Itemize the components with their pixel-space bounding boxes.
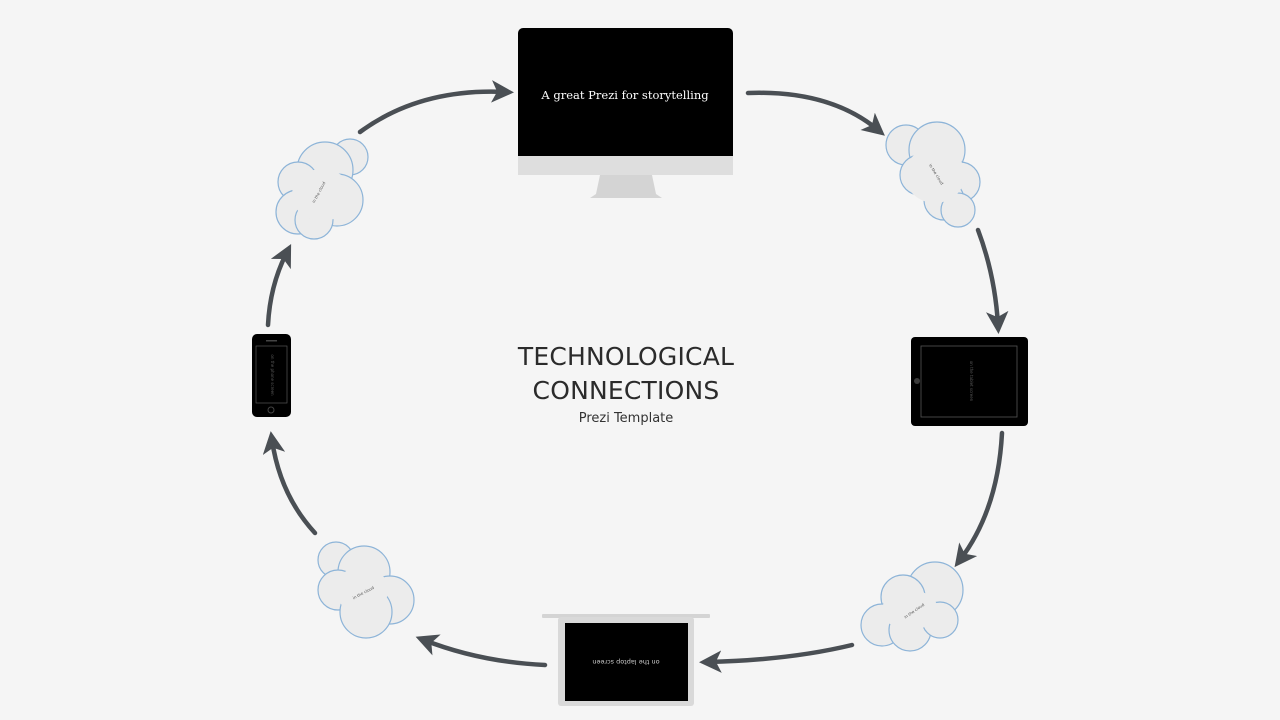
desktop-monitor: A great Prezi for storytelling: [518, 28, 733, 198]
phone-screen-text: on the phone screen: [270, 354, 275, 396]
tablet: on the tablet screen: [911, 337, 1028, 426]
title-line-1: TECHNOLOGICAL: [517, 342, 735, 371]
arrow-cloud-to-tablet: [975, 227, 1009, 334]
cloud-icon: in the cloud: [885, 121, 981, 228]
arrow-cloud-to-phone: [262, 431, 318, 536]
arrow-laptop-to-cloud: [415, 634, 548, 668]
laptop: on the laptop screen: [542, 614, 710, 706]
phone-home-button-icon: [267, 406, 275, 414]
center-title-block: TECHNOLOGICAL CONNECTIONS Prezi Template: [476, 340, 776, 428]
arrow-phone-to-cloud: [265, 243, 292, 328]
cloud-icon: in the cloud: [275, 138, 369, 240]
title-line-2: CONNECTIONS: [532, 376, 720, 405]
tablet-home-button-icon: [914, 378, 920, 384]
laptop-screen-text: on the laptop screen: [592, 658, 659, 666]
tablet-screen-text: on the tablet screen: [969, 361, 974, 402]
arrow-cloud-to-laptop: [699, 642, 855, 673]
monitor-screen-text: A great Prezi for storytelling: [540, 88, 709, 102]
smartphone: on the phone screen: [252, 334, 291, 417]
arrow-cloud-to-monitor: [357, 80, 514, 135]
arrow-tablet-to-cloud: [954, 430, 1005, 568]
arrow-monitor-to-cloud: [745, 90, 885, 136]
subtitle: Prezi Template: [578, 411, 674, 426]
cloud-icon: in the cloud: [317, 541, 415, 639]
cloud-icon: in the cloud: [860, 561, 964, 652]
